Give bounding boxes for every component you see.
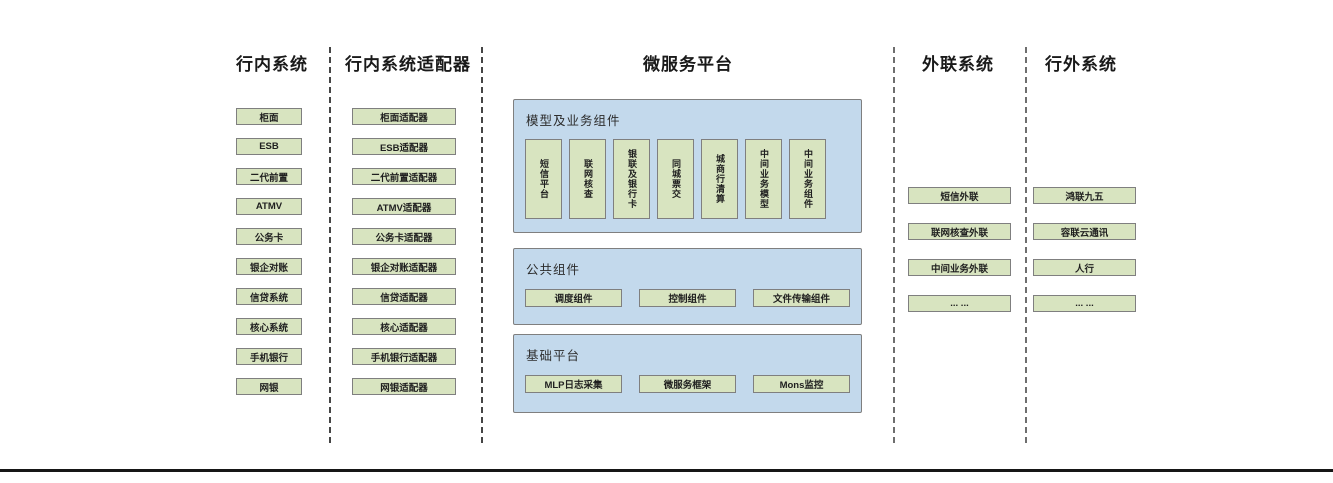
component-box: 短信平台	[525, 139, 562, 219]
outside-box: 容联云通讯	[1033, 223, 1136, 240]
system-box: 网银	[236, 378, 302, 395]
outside-box: ... ...	[1033, 295, 1136, 312]
adapter-box: 信贷适配器	[352, 288, 456, 305]
panel-title: 基础平台	[526, 349, 581, 363]
component-box: 文件传输组件	[753, 289, 850, 307]
adapter-box: ATMV适配器	[352, 198, 456, 215]
adapter-box: 银企对账适配器	[352, 258, 456, 275]
outside-box: 人行	[1033, 259, 1136, 276]
adapter-box: 柜面适配器	[352, 108, 456, 125]
adapter-box: 二代前置适配器	[352, 168, 456, 185]
panel-base-platform: 基础平台 MLP日志采集 微服务框架 Mons监控	[513, 334, 862, 413]
column-outside-systems: 鸿联九五 容联云通讯 人行 ... ...	[1033, 187, 1136, 312]
column-external-systems: 短信外联 联网核查外联 中间业务外联 ... ...	[908, 187, 1011, 312]
adapter-box: 手机银行适配器	[352, 348, 456, 365]
system-box: ESB	[236, 138, 302, 155]
external-box: 联网核查外联	[908, 223, 1011, 240]
adapter-box: ESB适配器	[352, 138, 456, 155]
panel-model-business-components: 模型及业务组件 短信平台 联网核查 银联及银行卡 同城票交 城商行清算 中间业务…	[513, 99, 862, 233]
external-box: 短信外联	[908, 187, 1011, 204]
component-box: 调度组件	[525, 289, 622, 307]
adapter-box: 网银适配器	[352, 378, 456, 395]
component-box: 中间业务模型	[745, 139, 782, 219]
component-box: 联网核查	[569, 139, 606, 219]
adapter-box: 公务卡适配器	[352, 228, 456, 245]
system-box: 银企对账	[236, 258, 302, 275]
column-inbank-adapters: 柜面适配器 ESB适配器 二代前置适配器 ATMV适配器 公务卡适配器 银企对账…	[352, 108, 456, 395]
external-box: 中间业务外联	[908, 259, 1011, 276]
system-box: 公务卡	[236, 228, 302, 245]
component-box: 控制组件	[639, 289, 736, 307]
bottom-divider-line	[0, 469, 1333, 472]
component-box: Mons监控	[753, 375, 850, 393]
component-box: MLP日志采集	[525, 375, 622, 393]
system-box: 信贷系统	[236, 288, 302, 305]
adapter-box: 核心适配器	[352, 318, 456, 335]
divider-line-1	[329, 47, 331, 443]
system-box: 核心系统	[236, 318, 302, 335]
component-box: 城商行清算	[701, 139, 738, 219]
panel-common-components: 公共组件 调度组件 控制组件 文件传输组件	[513, 248, 862, 325]
header-inbank-systems: 行内系统	[236, 55, 308, 74]
system-box: 柜面	[236, 108, 302, 125]
system-box: 手机银行	[236, 348, 302, 365]
panel-title: 模型及业务组件	[526, 114, 621, 128]
component-box: 微服务框架	[639, 375, 736, 393]
header-external-systems: 外联系统	[922, 55, 994, 74]
divider-line-2	[481, 47, 483, 443]
header-microservice-platform: 微服务平台	[643, 55, 733, 74]
component-box: 中间业务组件	[789, 139, 826, 219]
horizontal-component-row: MLP日志采集 微服务框架 Mons监控	[525, 375, 850, 393]
component-box: 同城票交	[657, 139, 694, 219]
divider-line-3	[893, 47, 895, 443]
panel-title: 公共组件	[526, 263, 581, 277]
external-box: ... ...	[908, 295, 1011, 312]
outside-box: 鸿联九五	[1033, 187, 1136, 204]
vertical-component-row: 短信平台 联网核查 银联及银行卡 同城票交 城商行清算 中间业务模型 中间业务组…	[525, 139, 826, 219]
system-box: 二代前置	[236, 168, 302, 185]
divider-line-4	[1025, 47, 1027, 443]
component-box: 银联及银行卡	[613, 139, 650, 219]
header-outside-systems: 行外系统	[1045, 55, 1117, 74]
header-inbank-adapters: 行内系统适配器	[345, 55, 471, 74]
system-box: ATMV	[236, 198, 302, 215]
column-inbank-systems: 柜面 ESB 二代前置 ATMV 公务卡 银企对账 信贷系统 核心系统 手机银行…	[236, 108, 302, 395]
horizontal-component-row: 调度组件 控制组件 文件传输组件	[525, 289, 850, 307]
